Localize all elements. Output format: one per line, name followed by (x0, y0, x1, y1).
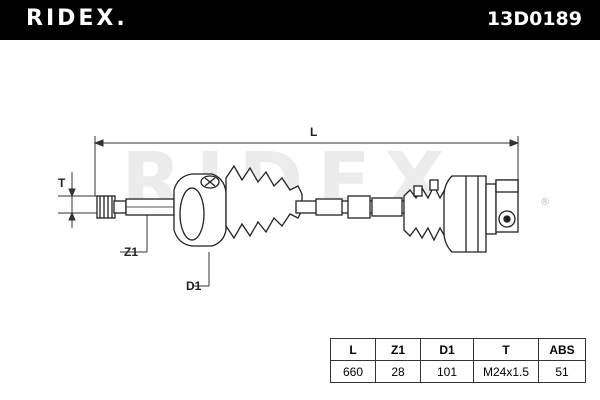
abs-ring (485, 183, 497, 235)
header-l: L (330, 338, 376, 361)
inner-cv-joint (443, 175, 487, 253)
header-abs: ABS (538, 338, 586, 361)
specs-table: L Z1 D1 T ABS 660 28 101 M24x1.5 51 (330, 338, 586, 383)
drive-shaft (96, 164, 519, 253)
part-number: 13D0189 (486, 8, 582, 30)
dimension-d1 (192, 252, 210, 287)
dimension-l (93, 136, 520, 196)
specs-header-row: L Z1 D1 T ABS (330, 338, 586, 361)
drive-shaft-diagram: RIDEX L T Z1 D1 (58, 125, 550, 293)
registered-mark: ® (540, 197, 550, 208)
value-z1: 28 (375, 360, 421, 383)
dimension-t (58, 172, 100, 228)
value-l: 660 (330, 360, 376, 383)
header-t: T (473, 338, 539, 361)
label-l: L (310, 125, 317, 139)
label-t: T (58, 176, 66, 190)
outer-cv-joint (173, 173, 227, 247)
specs-value-row: 660 28 101 M24x1.5 51 (330, 360, 586, 383)
value-d1: 101 (420, 360, 474, 383)
label-z1: Z1 (124, 245, 138, 259)
value-abs: 51 (538, 360, 586, 383)
header-d1: D1 (420, 338, 474, 361)
value-t: M24x1.5 (473, 360, 539, 383)
brand-logo: RIDEX. (26, 6, 128, 31)
header-z1: Z1 (375, 338, 421, 361)
label-d1: D1 (186, 279, 202, 293)
header-bar: RIDEX. 13D0189 (0, 0, 600, 40)
